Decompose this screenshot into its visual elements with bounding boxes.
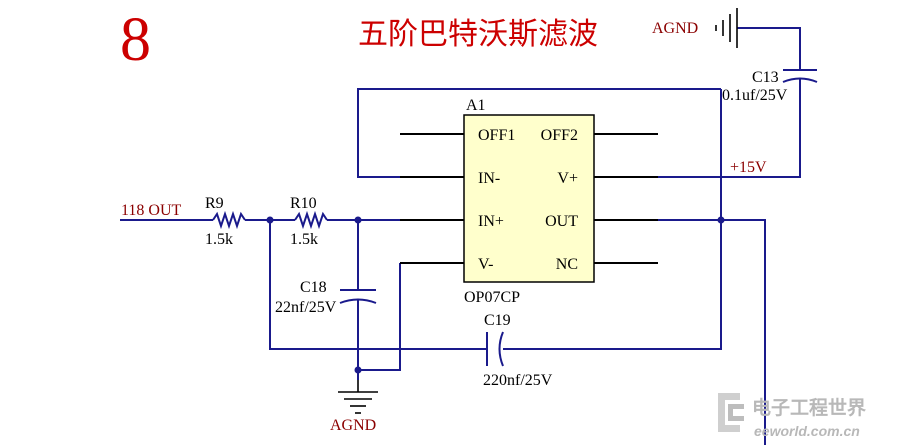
r10-value: 1.5k [290,231,318,248]
capacitor-c18 [339,289,377,304]
figure-number: 8 [120,6,151,74]
net-label-input: 118 OUT [121,202,182,219]
net-label-agnd-bottom: AGND [330,417,376,434]
figure-title: 五阶巴特沃斯滤波 [358,18,598,51]
ground-symbol-bottom [338,380,378,414]
opamp-body [463,114,595,283]
watermark-en: eeworld.com.cn [754,423,860,439]
eeworld-logo-icon [718,393,744,432]
resistor-r9 [212,210,246,230]
watermark: 电子工程世界 eeworld.com.cn [718,393,866,439]
junction-dot [266,216,274,224]
r9-ref: R9 [205,195,224,212]
pin-label-off2: OFF2 [541,127,578,144]
pin-label-off1: OFF1 [478,127,515,144]
junction-dot [717,216,725,224]
opamp-designator: A1 [466,97,486,114]
v-minus-wire [358,263,401,371]
net-label-agnd-top: AGND [652,20,698,37]
in-minus-loop-wire [357,88,721,178]
c18-value: 22nf/25V [275,299,337,316]
c19-value: 220nf/25V [483,372,553,389]
pin-label-in-plus: IN+ [478,213,504,230]
c18-ref: C18 [300,279,327,296]
capacitor-c13 [782,69,818,83]
pin-label-in-minus: IN- [478,170,500,187]
output-wire [658,219,766,445]
watermark-cn: 电子工程世界 [752,396,866,419]
c19-left-wire [269,220,487,350]
supply-wire [658,78,801,178]
ground-symbol-top [715,8,738,48]
r9-value: 1.5k [205,231,233,248]
capacitor-c19 [486,331,504,367]
junction-dot [354,366,362,374]
c13-ref: C13 [752,69,779,86]
pin-label-nc: NC [556,256,578,273]
output-feedback-wire [503,89,722,350]
resistor-r10 [294,210,328,230]
c13-ground-wire [737,27,801,70]
pin-label-v-plus: V+ [557,170,578,187]
c13-value: 0.1uf/25V [722,87,788,104]
pin-label-out: OUT [545,213,578,230]
r10-ref: R10 [290,195,317,212]
pin-label-v-minus: V- [478,256,493,273]
junction-dot [354,216,362,224]
opamp-part: OP07CP [464,289,520,306]
net-label-supply: +15V [730,159,767,176]
c19-ref: C19 [484,312,511,329]
